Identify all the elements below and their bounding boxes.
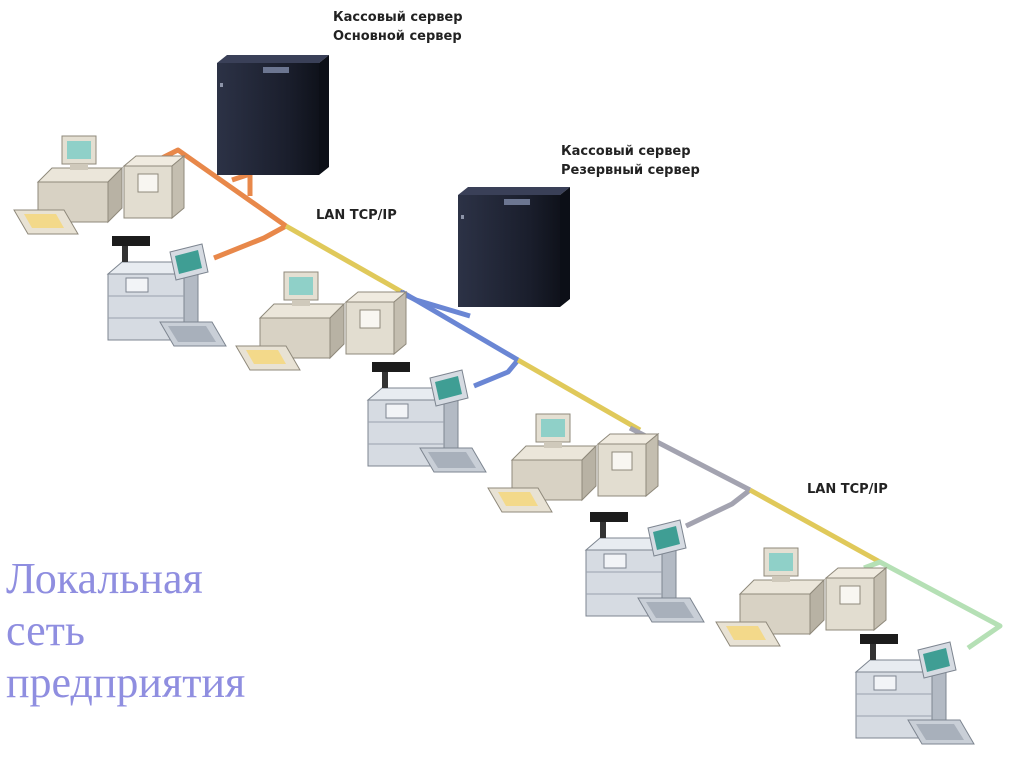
page-title-line: сеть [6, 605, 85, 655]
main-server-label: Кассовый сервер Основной сервер [333, 8, 463, 46]
workstation-icon [13, 135, 185, 235]
network-label: LAN TCP/IP [316, 208, 397, 223]
page-title-line: предприятия [6, 657, 246, 707]
backup-server-label-line1: Кассовый сервер [561, 144, 691, 159]
pos-terminal-icon [367, 361, 487, 473]
cable-backbone-yellow-2 [516, 357, 642, 433]
main-server-label-line1: Кассовый сервер [333, 10, 463, 25]
network-label: LAN TCP/IP [807, 482, 888, 497]
cable-workstation-1-drop [213, 223, 288, 261]
main-server-label-line2: Основной сервер [333, 29, 462, 44]
pos-terminal-icon [585, 511, 705, 623]
cable-backbone-yellow-3 [748, 487, 882, 565]
page-title: Локальная сеть предприятия [6, 553, 245, 709]
backup-server-label: Кассовый сервер Резервный сервер [561, 142, 700, 180]
pos-terminal-icon [107, 235, 227, 347]
main-server-icon [217, 55, 329, 175]
cable-gray-drop-pos [684, 488, 752, 529]
cable-backbone-green [863, 559, 1003, 651]
cable-blue-drop-pos [473, 358, 520, 389]
cable-main-backbone-orange [160, 147, 288, 229]
workstation-icon [715, 547, 887, 647]
backup-server-label-line2: Резервный сервер [561, 163, 700, 178]
backup-server-icon [458, 187, 570, 307]
workstation-icon [235, 271, 407, 371]
cable-backbone-yellow-1 [284, 223, 404, 295]
pos-terminal-icon [855, 633, 975, 745]
page-title-line: Локальная [6, 554, 203, 603]
